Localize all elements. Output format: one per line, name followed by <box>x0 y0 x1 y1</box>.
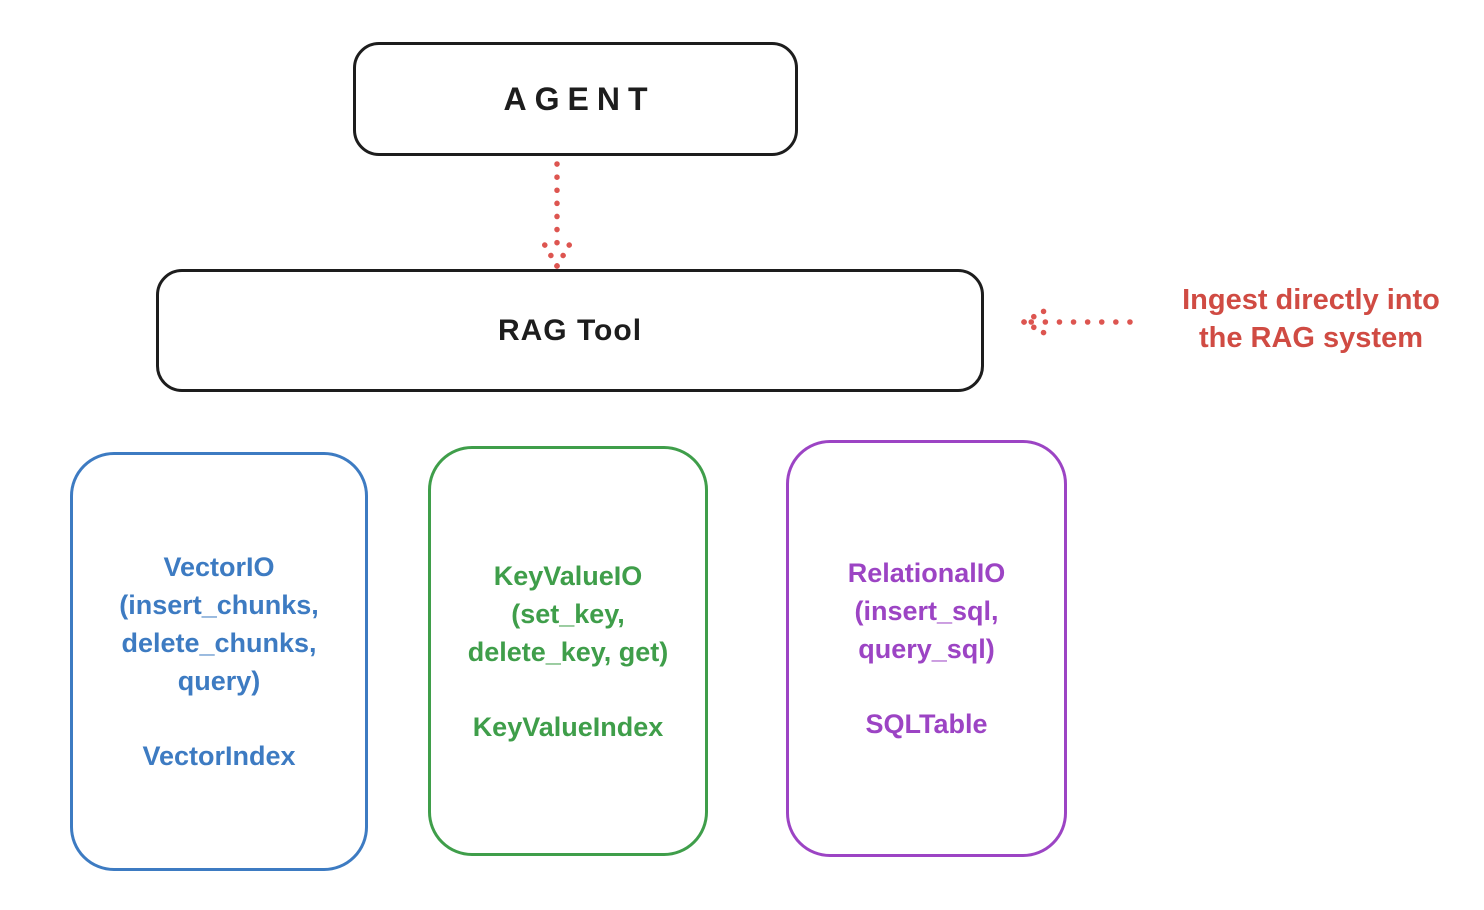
rag-tool-box: RAG Tool <box>156 269 984 392</box>
rag-tool-label: RAG Tool <box>497 313 643 347</box>
keyvalue-io-card-text: KeyValueIO (set_key, delete_key, get) Ke… <box>460 557 677 746</box>
io-line: delete_key, get) <box>467 636 669 667</box>
vector-io-card-text: VectorIO (insert_chunks, delete_chunks, … <box>111 548 327 775</box>
vector-index-label: VectorIndex <box>142 741 296 771</box>
io-line: query) <box>177 666 261 696</box>
io-line: (insert_sql, <box>854 596 999 626</box>
agent-to-rag-arrow-icon <box>540 161 574 269</box>
vector-io-signature: VectorIO (insert_chunks, delete_chunks, … <box>119 548 319 700</box>
io-line: query_sql) <box>858 634 995 664</box>
relational-io-card-text: RelationalIO (insert_sql, query_sql) SQL… <box>840 554 1014 743</box>
keyvalue-index-label: KeyValueIndex <box>472 711 664 742</box>
annotation-line-2: the RAG system <box>1198 322 1423 354</box>
keyvalue-io-card: KeyValueIO (set_key, delete_key, get) Ke… <box>428 446 708 856</box>
relational-io-card: RelationalIO (insert_sql, query_sql) SQL… <box>786 440 1067 857</box>
agent-box: AGENT <box>353 42 798 156</box>
vector-io-card: VectorIO (insert_chunks, delete_chunks, … <box>70 452 368 871</box>
io-line: (set_key, <box>511 598 625 629</box>
io-line: VectorIO <box>163 552 275 582</box>
io-line: KeyValueIO <box>493 560 643 591</box>
io-line: RelationalIO <box>847 558 1006 588</box>
annotation-line-1: Ingest directly into <box>1182 284 1440 316</box>
ingest-arrow-icon <box>1021 306 1133 338</box>
agent-label: AGENT <box>503 80 656 117</box>
io-line: delete_chunks, <box>121 628 317 658</box>
io-line: (insert_chunks, <box>119 590 319 620</box>
ingest-annotation: Ingest directly into the RAG system <box>1138 281 1484 357</box>
sql-table-label: SQLTable <box>865 709 988 739</box>
relational-io-signature: RelationalIO (insert_sql, query_sql) <box>848 554 1006 668</box>
keyvalue-io-signature: KeyValueIO (set_key, delete_key, get) <box>468 557 669 671</box>
